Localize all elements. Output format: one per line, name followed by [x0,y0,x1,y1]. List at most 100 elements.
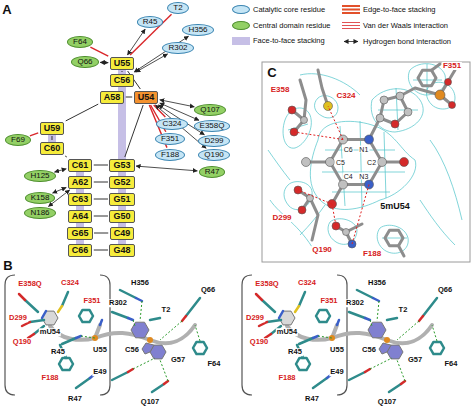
residue-stick [79,310,93,322]
backbone-line [94,165,108,166]
nucleotide-box: A64 [68,210,93,223]
atom-label: N1 [358,145,369,152]
node-text: H356 [188,25,207,34]
atom-label: C6 [343,145,354,152]
atom-tip [58,306,62,312]
electron-density-mesh [268,74,462,252]
phosphate [92,335,153,343]
hbond-arrow [160,100,195,107]
residue-label: Q190 [12,338,32,346]
node-text: C60 [44,143,61,153]
atom-tip [128,369,133,372]
catalytic-residue-oval: Q190 [198,149,230,161]
atom-tip [76,336,81,338]
hydrogen-bond-dash [294,106,369,244]
node-text: G53 [113,160,130,170]
node-text: G50 [113,211,130,221]
node-text: C63 [72,194,89,204]
node-text: U59 [44,123,61,133]
atom-tip [19,294,186,384]
electron-density-mesh [310,121,415,209]
hbond-arrow [127,29,145,55]
bond-stick [400,70,455,105]
node-text: C56 [114,75,131,85]
atom-tip [164,381,168,384]
nucleotide-box: G52 [109,176,134,189]
residue-label: H356 [367,279,387,287]
nucleotide-box: C56 [110,74,135,87]
residue-label: Q66 [437,286,453,294]
residue-label: E358Q [17,280,42,288]
panel-label: C [266,66,277,79]
residue-stick [30,320,44,322]
nucleotide-box: C60 [40,142,65,155]
atom-label: C5 [335,159,346,166]
residue-label: Q66 [200,286,216,294]
backbone-line [65,156,67,157]
bond-stick [432,64,441,70]
node-text: F188 [161,150,179,159]
bond-stick [399,246,405,256]
central-residue-oval: Q66 [71,56,98,68]
legend-item: Hydrogen bond interaction [342,37,451,46]
node-text: H125 [30,171,49,180]
phosphate [147,337,153,343]
legend-swatch [342,25,360,26]
residue-label: F188 [277,374,296,382]
residue-label: C56 [124,346,140,354]
legend-text: Van der Waals interaction [363,22,448,30]
base-ring [131,322,149,338]
catalytic-residue-oval: H356 [182,24,213,36]
legend-swatch [232,37,250,45]
legend-text: Edge-to-face stacking [363,6,436,14]
central-residue-oval: F69 [5,134,31,146]
atom-label: C2 [366,159,377,166]
residue-label: D299 [271,214,292,222]
nucleotide-box: A62 [68,176,93,189]
atom-label: N3 [358,172,369,179]
nucleotide-box: U55 [110,57,135,70]
electron-density-mesh [268,64,462,254]
atom-ball [404,108,412,116]
node-text: U55 [114,58,131,68]
central-residue-oval: N186 [24,207,55,219]
legend-item: Van der Waals interaction [342,21,448,30]
atom-tip [128,318,133,320]
residue-label: G57 [170,356,186,364]
residue-stick [62,338,76,344]
residue-label: U55 [329,346,345,354]
node-text: U54 [138,92,155,102]
residue-label: E358Q [254,280,279,288]
stacking-bar [76,159,84,256]
residue-label: Q107 [140,398,160,406]
node-text: A64 [72,211,89,221]
atom-ball [339,180,348,189]
residue-label: Q190 [249,338,269,346]
node-text: G48 [113,245,130,255]
catalytic-residue-oval: T2 [167,2,188,14]
bracket [5,275,15,395]
legend-text: Catalytic core residue [253,6,325,14]
residue-label: R45 [50,348,66,356]
node-text: T2 [173,3,182,12]
hydrogen-bond-dash [81,301,200,381]
node-text: K158 [31,193,50,202]
backbone-line [94,182,108,183]
node-text: R302 [168,43,187,52]
node-text: G52 [113,177,130,187]
residue-label: C324 [60,279,80,287]
backbone-line [94,233,108,234]
catalytic-residue-oval: F351 [155,133,185,145]
target-nucleotide-box: U54 [134,91,159,104]
legend-item: Face-to-face stacking [232,37,325,45]
residue-stick [112,372,128,380]
atom-tip [136,298,142,301]
atom-ball [391,120,399,128]
residue-label: F351 [82,297,101,305]
legend-swatch [232,5,250,14]
hydrogen-bond-dash [294,106,369,244]
legend-text: Face-to-face stacking [253,37,325,45]
atom-ball [302,158,311,167]
residue-stick [120,290,136,298]
node-text: E358Q [200,121,225,130]
